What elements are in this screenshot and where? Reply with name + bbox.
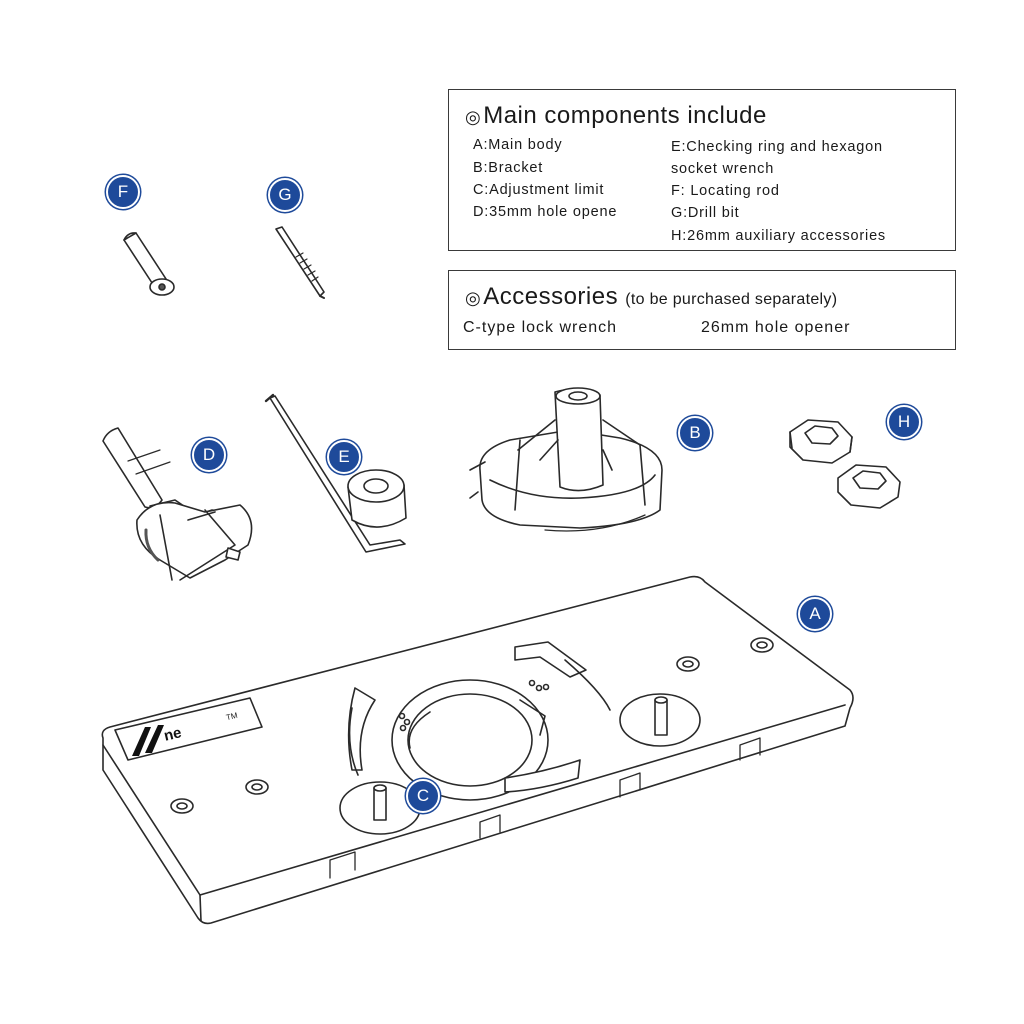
list-item: H:26mm auxiliary accessories — [671, 228, 886, 244]
badge-a: A — [798, 597, 832, 631]
badge-f: F — [106, 175, 140, 209]
checking-ring — [347, 469, 407, 528]
list-item: G:Drill bit — [671, 205, 740, 221]
locating-rod — [123, 232, 175, 296]
list-item: D:35mm hole opene — [473, 204, 618, 220]
bracket — [469, 387, 663, 532]
drill-bit — [275, 226, 325, 299]
accessory-item: 26mm hole opener — [701, 319, 851, 336]
hex-nut-lower — [837, 464, 901, 509]
hex-nut-upper — [789, 419, 853, 464]
badge-e: E — [327, 440, 361, 474]
badge-d: D — [192, 438, 226, 472]
main-components-title: ◎Main components include — [465, 102, 767, 129]
accessories-title: ◎Accessories (to be purchased separately… — [465, 283, 838, 310]
double-circle-icon: ◎ — [465, 288, 482, 308]
badge-h: H — [887, 405, 921, 439]
badge-g: G — [268, 178, 302, 212]
main-components-box: ◎Main components include A:Main body B:B… — [448, 89, 956, 251]
accessory-item: C-type lock wrench — [463, 319, 618, 336]
accessories-box: ◎Accessories (to be purchased separately… — [448, 270, 956, 350]
accessories-subtitle: (to be purchased separately) — [625, 291, 838, 308]
double-circle-icon: ◎ — [465, 107, 482, 127]
main-body-plate — [101, 575, 854, 925]
allen-key — [264, 393, 406, 553]
list-item: A:Main body — [473, 137, 563, 153]
badge-c: C — [406, 779, 440, 813]
list-item: F: Locating rod — [671, 183, 780, 199]
list-item: B:Bracket — [473, 160, 544, 176]
list-item: socket wrench — [671, 161, 775, 177]
badge-b: B — [678, 416, 712, 450]
hole-opener-bit — [102, 427, 253, 581]
list-item: C:Adjustment limit — [473, 182, 605, 198]
list-item: E:Checking ring and hexagon — [671, 139, 883, 155]
